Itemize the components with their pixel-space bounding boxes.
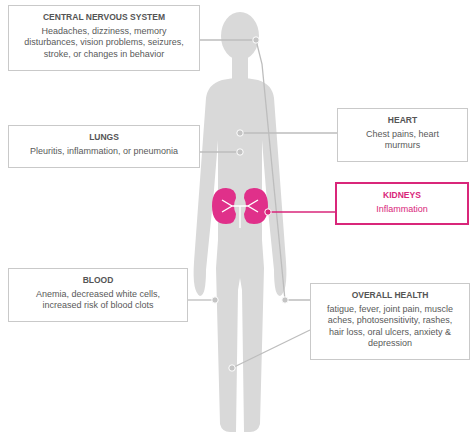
box-body: fatigue, fever, joint pain, muscle aches… [325,304,455,350]
leader-dot [265,209,271,215]
leader-line [232,330,310,368]
organ-box-highlight: KIDNEYS Inflammation [335,182,469,225]
organ-box: HEART Chest pains, heart murmurs [337,108,468,162]
box-body: Pleuritis, inflammation, or pneumonia [23,146,185,158]
box-heading: CENTRAL NERVOUS SYSTEM [23,12,185,23]
organ-box: OVERALL HEALTH fatigue, fever, joint pain… [310,283,470,360]
leader-dot [237,130,243,136]
body-silhouette [194,12,287,432]
head [221,12,259,60]
organ-box: CENTRAL NERVOUS SYSTEM Headaches, dizzine… [8,5,200,71]
torso-limbs [194,78,287,432]
leader-line [200,151,240,152]
leader-dot [253,37,259,43]
box-heading: BLOOD [23,275,173,286]
box-heading: HEART [352,115,453,126]
kidney-vessels [222,200,258,228]
leader-line [200,40,310,300]
leader-dot [212,297,218,303]
box-heading: OVERALL HEALTH [325,290,455,301]
leader-dot [282,297,288,303]
organ-box: LUNGS Pleuritis, inflammation, or pneumon… [8,125,200,168]
leader-line [268,211,335,212]
organ-box: BLOOD Anemia, decreased white cells, incr… [8,268,188,322]
leader-dot [229,365,235,371]
leader-line [240,132,337,133]
box-body: Headaches, dizziness, memory disturbance… [23,26,185,61]
box-heading: LUNGS [23,132,185,143]
box-heading: KIDNEYS [351,190,453,201]
box-body: Inflammation [351,204,453,216]
leader-dots [212,37,288,371]
kidneys-icon [212,188,268,228]
neck [232,56,248,80]
box-body: Chest pains, heart murmurs [352,129,453,152]
leader-dot [237,149,243,155]
leader-line [188,299,215,300]
box-body: Anemia, decreased white cells, increased… [23,289,173,312]
